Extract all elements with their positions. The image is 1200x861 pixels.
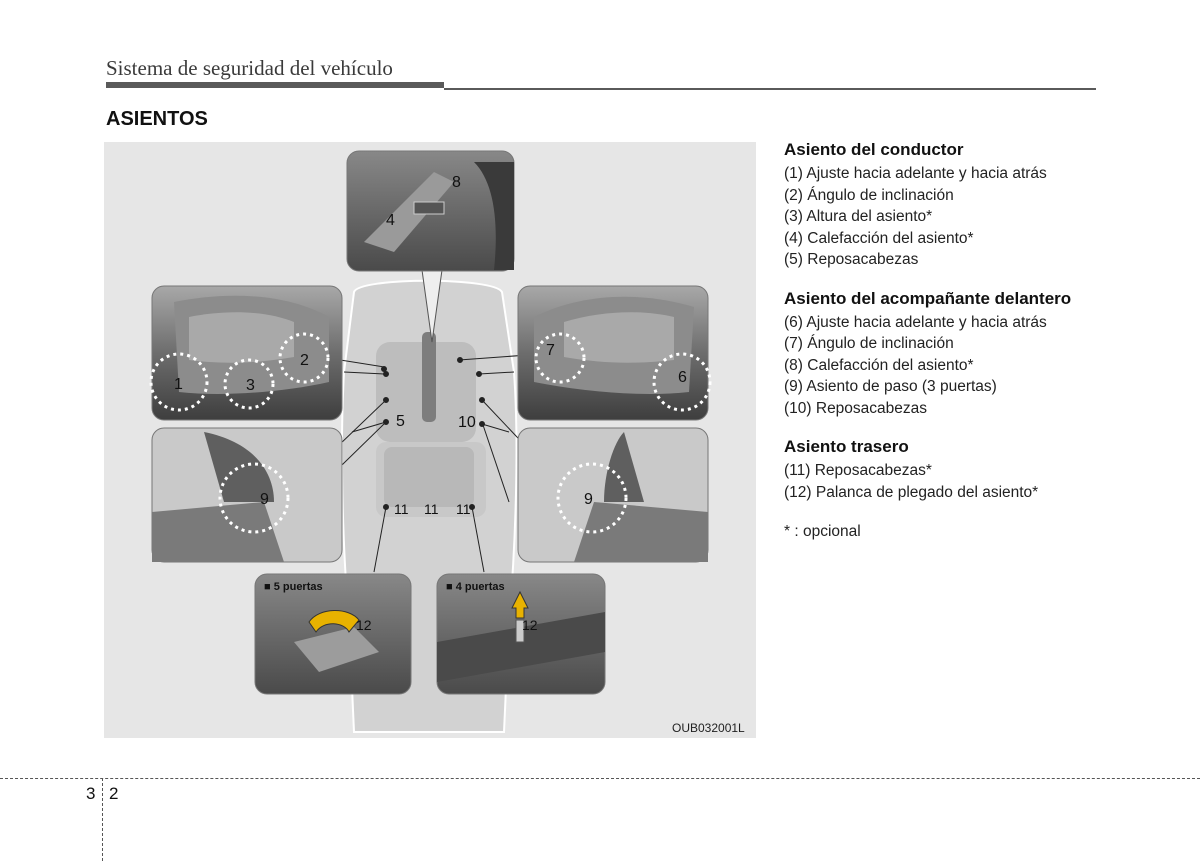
inset-5-label: ■ 5 puertas — [264, 581, 323, 593]
callout-12-right: 12 — [522, 617, 538, 633]
inset-center-console — [346, 150, 515, 272]
callout-8: 8 — [452, 174, 461, 191]
list-item: (9) Asiento de paso (3 puertas) — [784, 378, 997, 395]
group-passenger-seat: Asiento del acompañante delantero (6) Aj… — [784, 289, 1104, 420]
callout-11-b: 11 — [424, 501, 439, 517]
group-title: Asiento del acompañante delantero — [784, 288, 1072, 308]
callout-11-a: 11 — [394, 501, 409, 517]
callout-2: 2 — [300, 352, 309, 369]
list-item: (6) Ajuste hacia adelante y hacia atrás — [784, 313, 1047, 331]
group-title: Asiento del conductor — [784, 140, 964, 159]
group-rear-seat: Asiento trasero (11) Reposacabezas* (12)… — [784, 437, 1104, 503]
list-item: (11) Reposacabezas* — [784, 462, 932, 479]
list-item: (3) Altura del asiento* — [784, 208, 933, 225]
footer-rule — [0, 778, 1200, 779]
callout-11-c: 11 — [456, 501, 471, 517]
inset-passenger-seat — [517, 285, 712, 421]
list-item: (12) Palanca de plegado del asiento* — [784, 483, 1039, 501]
callout-6: 6 — [678, 369, 687, 386]
inset-driver-seat — [149, 285, 343, 421]
inset-4-label: ■ 4 puertas — [446, 581, 505, 593]
list-item: (8) Calefacción del asiento* — [784, 356, 974, 374]
inset-walk-in-left — [151, 427, 343, 563]
seats-illustration: ■ 5 puertas ■ 4 puertas 1 2 3 4 5 6 7 8 … — [104, 142, 756, 738]
chapter-number: 3 — [86, 784, 96, 803]
optional-note: * : opcional — [784, 523, 861, 540]
callout-9-left: 9 — [260, 491, 269, 508]
callout-1: 1 — [174, 376, 183, 393]
list-item: (5) Reposacabezas — [784, 251, 919, 268]
callout-4: 4 — [386, 212, 395, 229]
list-item: (4) Calefacción del asiento* — [784, 229, 974, 247]
header-rule — [444, 88, 1096, 90]
callout-10: 10 — [458, 414, 476, 431]
list-item: (10) Reposacabezas — [784, 399, 928, 417]
inset-5-door: ■ 5 puertas — [254, 573, 412, 695]
footer-divider — [102, 778, 103, 861]
callout-12-left: 12 — [356, 617, 372, 633]
callout-numbers: 1 2 3 4 5 6 7 8 9 9 10 11 11 11 12 12 — [174, 174, 687, 633]
seat-descriptions: Asiento del conductor (1) Ajuste hacia a… — [784, 140, 1104, 542]
section-title: ASIENTOS — [106, 108, 208, 130]
callout-7: 7 — [546, 342, 555, 359]
running-header: Sistema de seguridad del vehículo — [106, 56, 393, 80]
header-bar — [106, 82, 444, 88]
list-item: (1) Ajuste hacia adelante y hacia atrás — [784, 165, 1047, 182]
page-number: 2 — [109, 784, 119, 803]
group-driver-seat: Asiento del conductor (1) Ajuste hacia a… — [784, 140, 1104, 271]
list-item: (7) Ángulo de inclinación — [784, 335, 954, 352]
inset-walk-in-right — [517, 427, 709, 563]
callout-5: 5 — [396, 413, 405, 430]
inset-4-door: ■ 4 puertas — [436, 573, 606, 695]
callout-3: 3 — [246, 377, 255, 394]
callout-9-right: 9 — [584, 491, 593, 508]
group-title: Asiento trasero — [784, 437, 909, 456]
list-item: (2) Ángulo de inclinación — [784, 186, 954, 204]
figure-code: OUB032001L — [672, 721, 745, 735]
